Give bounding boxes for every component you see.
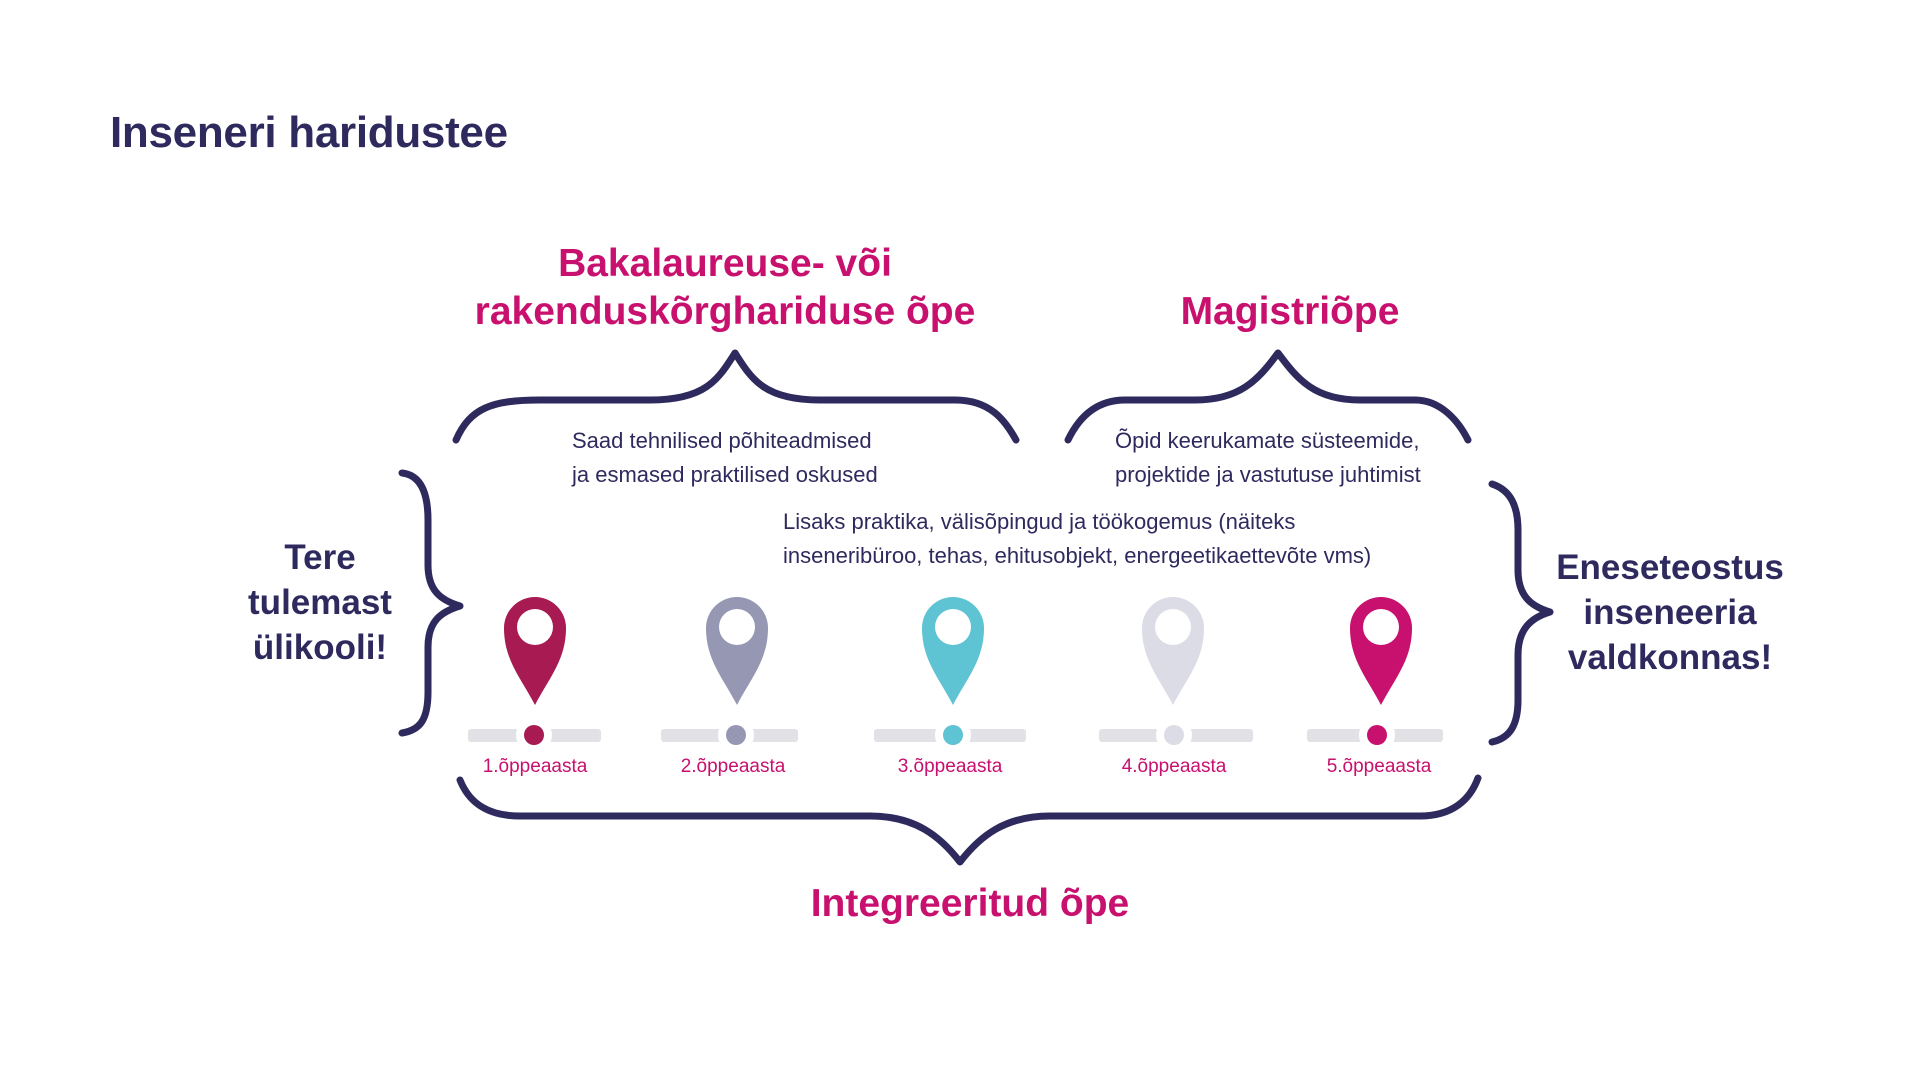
extra-description-line: Lisaks praktika, välisõpingud ja töökoge… bbox=[783, 509, 1296, 534]
welcome-line: Tere bbox=[284, 538, 356, 577]
year-label: 1.õppeaasta bbox=[482, 756, 588, 777]
self-realisation-text: Eneseteostus inseneeria valdkonnas! bbox=[1520, 545, 1820, 680]
right-brace bbox=[1488, 480, 1554, 746]
bachelor-description-line: Saad tehnilised põhiteadmised bbox=[572, 428, 872, 453]
integrated-brace bbox=[456, 774, 1482, 866]
self-realisation-line: Eneseteostus bbox=[1556, 548, 1784, 587]
bachelor-heading-line1: Bakalaureuse- või bbox=[558, 242, 892, 285]
master-heading: Magistriõpe bbox=[1180, 290, 1400, 333]
welcome-text: Tere tulemast ülikooli! bbox=[210, 535, 430, 670]
bachelor-description-line: ja esmased praktilised oskused bbox=[572, 462, 878, 487]
year-label: 5.õppeaasta bbox=[1326, 756, 1432, 777]
self-realisation-line: inseneeria bbox=[1583, 593, 1757, 632]
extra-description-line: inseneribüroo, tehas, ehitusobjekt, ener… bbox=[783, 543, 1372, 568]
master-description-line: projektide ja vastutuse juhtimist bbox=[1115, 462, 1421, 487]
year-dot bbox=[1367, 725, 1387, 745]
year-label: 2.õppeaasta bbox=[680, 756, 786, 777]
self-realisation-line: valdkonnas! bbox=[1567, 638, 1773, 677]
left-brace bbox=[398, 469, 464, 737]
bachelor-description: Saad tehnilised põhiteadmised ja esmased… bbox=[572, 424, 878, 492]
page-title: Inseneri haridustee bbox=[110, 108, 508, 157]
year-dot bbox=[726, 725, 746, 745]
master-description: Õpid keerukamate süsteemide, projektide … bbox=[1115, 424, 1421, 492]
master-description-line: Õpid keerukamate süsteemide, bbox=[1115, 428, 1420, 453]
welcome-line: tulemast bbox=[248, 583, 392, 622]
bachelor-heading-line2: rakenduskõrghariduse õpe bbox=[474, 290, 976, 333]
integrated-heading: Integreeritud õpe bbox=[810, 882, 1130, 925]
bachelor-heading: Bakalaureuse- või rakenduskõrghariduse õ… bbox=[455, 240, 995, 336]
year-dot bbox=[1164, 725, 1184, 745]
year-label: 4.õppeaasta bbox=[1121, 756, 1227, 777]
year-label: 3.õppeaasta bbox=[897, 756, 1003, 777]
master-brace bbox=[1064, 349, 1472, 444]
timeline-dots bbox=[516, 717, 1395, 753]
extra-description: Lisaks praktika, välisõpingud ja töökoge… bbox=[783, 505, 1371, 573]
bachelor-brace bbox=[452, 349, 1020, 444]
year-dot bbox=[524, 725, 544, 745]
map-pins bbox=[504, 597, 1412, 705]
welcome-line: ülikooli! bbox=[252, 628, 388, 667]
year-dot bbox=[943, 725, 963, 745]
